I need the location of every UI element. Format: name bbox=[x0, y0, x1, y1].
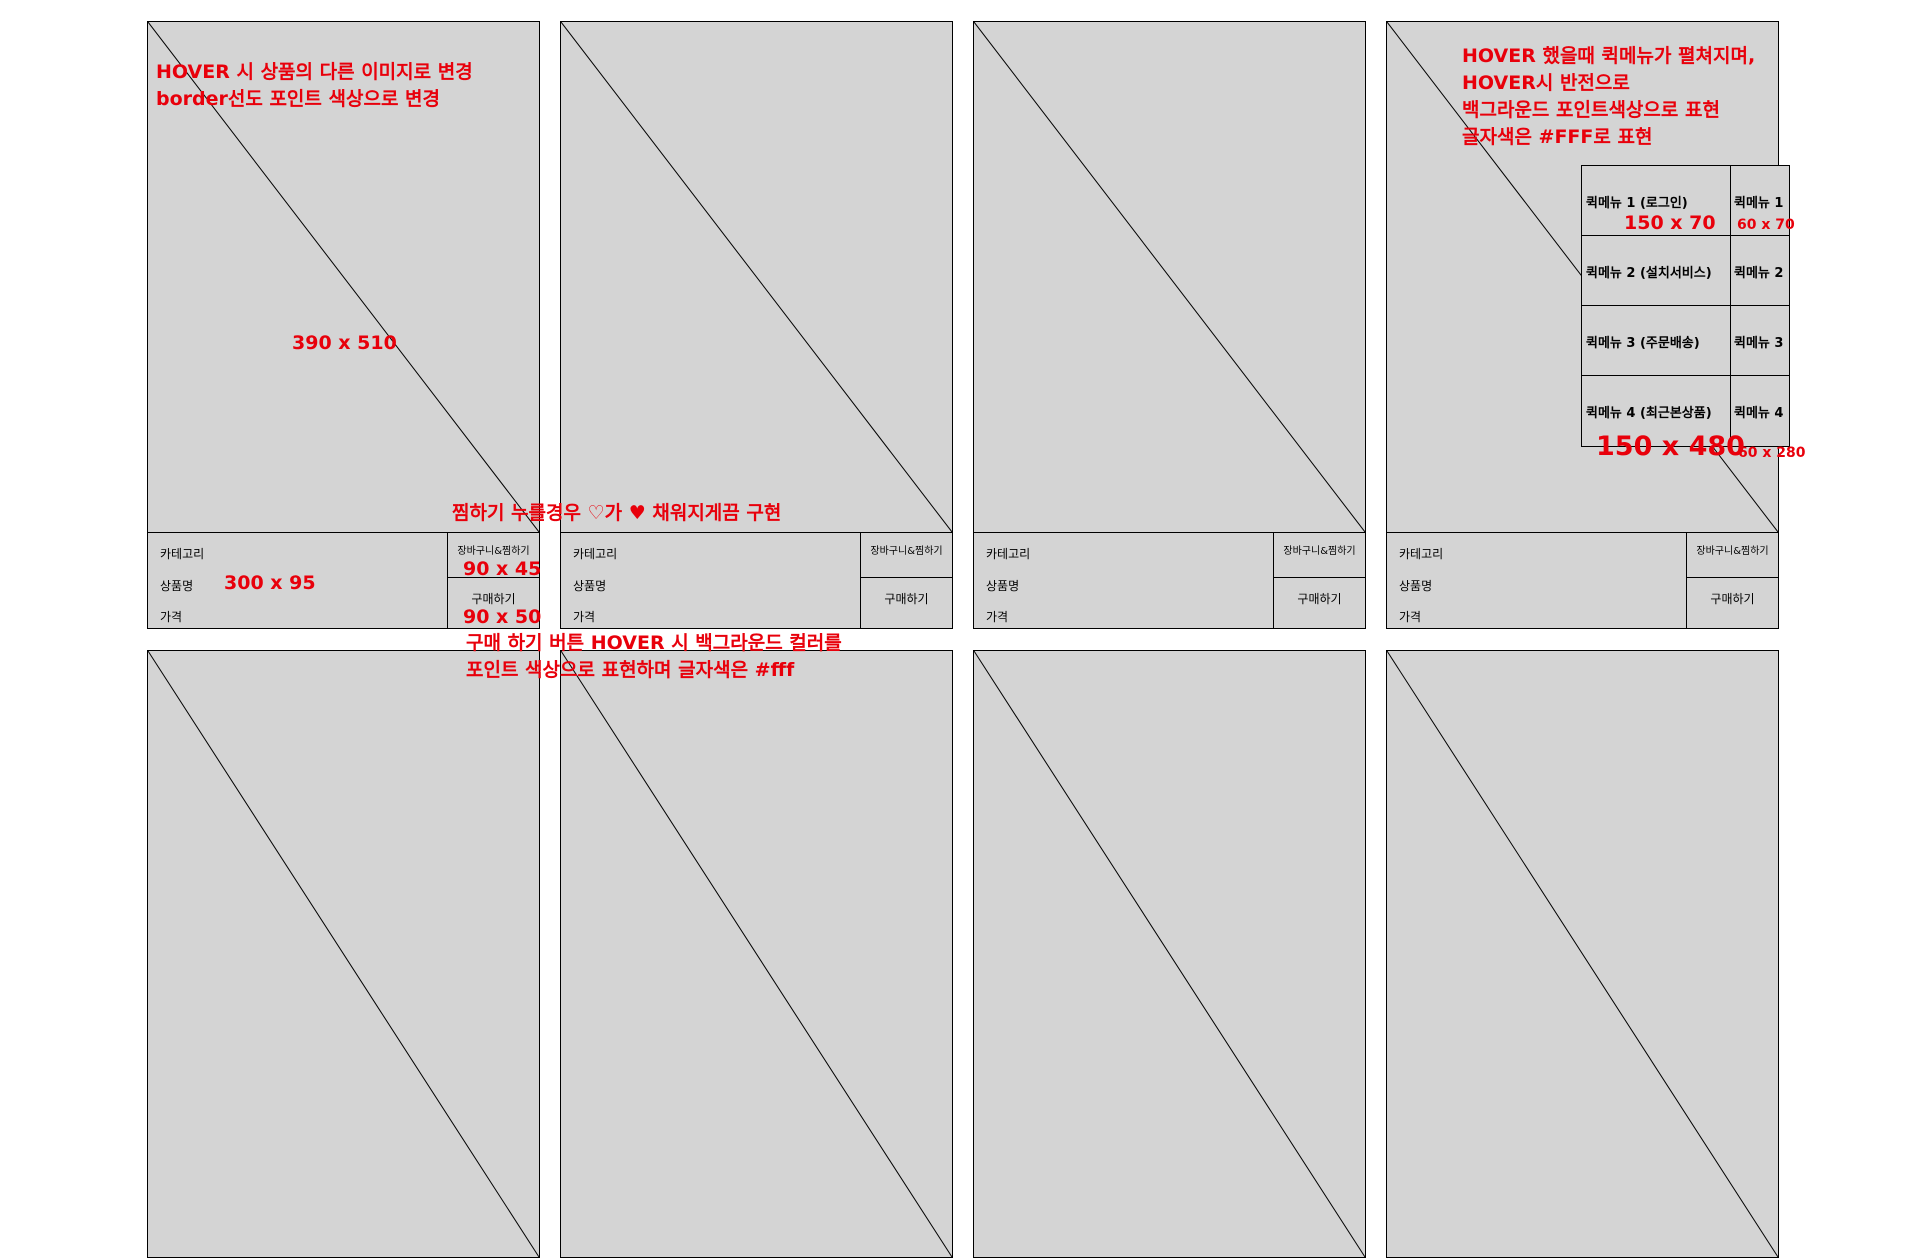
product-name: 상품명 bbox=[160, 579, 194, 593]
product-image-placeholder[interactable] bbox=[974, 22, 1365, 533]
annotation-line: HOVER시 반전으로 bbox=[1462, 72, 1630, 94]
quick-menu-item[interactable]: 퀵메뉴 1 bbox=[1731, 166, 1789, 236]
product-image-placeholder[interactable] bbox=[561, 22, 952, 533]
annotation-quick-cell-size: 150 x 70 bbox=[1624, 212, 1716, 234]
quick-menu-item[interactable]: 퀵메뉴 3 bbox=[1731, 306, 1789, 376]
annotation-line: border선도 포인트 색상으로 변경 bbox=[156, 88, 441, 110]
product-name: 상품명 bbox=[573, 579, 607, 593]
quick-menu-item[interactable]: 퀵메뉴 3 (주문배송) bbox=[1582, 306, 1730, 376]
annotation-info-size: 300 x 95 bbox=[224, 572, 316, 594]
annotation-wish: 찜하기 누를경우 ♡가 ♥ 채워지게끔 구현 bbox=[452, 502, 782, 524]
product-price: 가격 bbox=[573, 610, 596, 624]
quick-menu-narrow: 퀵메뉴 1 퀵메뉴 2 퀵메뉴 3 퀵메뉴 4 bbox=[1730, 165, 1790, 447]
cart-wishlist-button[interactable]: 장바구니&찜하기 bbox=[1274, 533, 1365, 578]
annotation-hover-image: HOVER 시 상품의 다른 이미지로 변경 border선도 포인트 색상으로… bbox=[156, 59, 473, 113]
annotation-line: 포인트 색상으로 표현하며 글자색은 #fff bbox=[466, 659, 795, 681]
annotation-quick-menu: HOVER 했을때 퀵메뉴가 펼쳐지며, HOVER시 반전으로 백그라운드 포… bbox=[1462, 43, 1755, 151]
product-price: 가격 bbox=[160, 610, 183, 624]
annotation-line: 백그라운드 포인트색상으로 표현 bbox=[1462, 99, 1720, 121]
product-info: 카테고리 상품명 가격 bbox=[561, 533, 861, 628]
annotation-buy-hover: 구매 하기 버튼 HOVER 시 백그라운드 컬러를 포인트 색상으로 표현하며… bbox=[466, 630, 842, 684]
product-card[interactable]: 카테고리 상품명 가격 장바구니&찜하기 구매하기 bbox=[147, 21, 540, 629]
product-info: 카테고리 상품명 가격 bbox=[148, 533, 448, 628]
quick-menu-item-label: 퀵메뉴 3 (주문배송) bbox=[1586, 336, 1700, 351]
product-card[interactable]: 카테고리 상품명 가격 장바구니&찜하기 구매하기 bbox=[560, 21, 953, 629]
quick-menu-item-label: 퀵메뉴 4 bbox=[1734, 406, 1784, 421]
product-image-placeholder[interactable] bbox=[560, 650, 953, 1258]
product-name: 상품명 bbox=[986, 579, 1020, 593]
quick-menu-item[interactable]: 퀵메뉴 4 bbox=[1731, 376, 1789, 448]
cart-wishlist-button[interactable]: 장바구니&찜하기 bbox=[1687, 533, 1778, 578]
annotation-quick-cell-small-size: 60 x 70 bbox=[1737, 217, 1795, 233]
quick-menu-wide: 퀵메뉴 1 (로그인) 퀵메뉴 2 (설치서비스) 퀵메뉴 3 (주문배송) 퀵… bbox=[1581, 165, 1731, 447]
quick-menu-item[interactable]: 퀵메뉴 1 (로그인) bbox=[1582, 166, 1730, 236]
quick-menu-item-label: 퀵메뉴 4 (최근본상품) bbox=[1586, 406, 1712, 421]
product-image-placeholder[interactable] bbox=[148, 22, 539, 533]
cart-wishlist-button[interactable]: 장바구니&찜하기 bbox=[448, 533, 539, 578]
annotation-line: 글자색은 #FFF로 표현 bbox=[1462, 126, 1653, 148]
annotation-buy-size: 90 x 50 bbox=[463, 606, 542, 628]
quick-menu-item-label: 퀵메뉴 2 (설치서비스) bbox=[1586, 266, 1712, 281]
quick-menu-item[interactable]: 퀵메뉴 4 (최근본상품) bbox=[1582, 376, 1730, 448]
product-info: 카테고리 상품명 가격 bbox=[974, 533, 1274, 628]
product-category: 카테고리 bbox=[573, 547, 618, 561]
product-category: 카테고리 bbox=[160, 547, 205, 561]
product-price: 가격 bbox=[986, 610, 1009, 624]
product-category: 카테고리 bbox=[1399, 547, 1444, 561]
annotation-quick-total-size: 150 x 480 bbox=[1596, 431, 1745, 462]
buy-button[interactable]: 구매하기 bbox=[1710, 592, 1755, 606]
quick-menu-item-label: 퀵메뉴 2 bbox=[1734, 266, 1784, 281]
annotation-line: 구매 하기 버튼 HOVER 시 백그라운드 컬러를 bbox=[466, 632, 842, 654]
quick-menu-item[interactable]: 퀵메뉴 2 bbox=[1731, 236, 1789, 306]
product-card[interactable]: 카테고리 상품명 가격 장바구니&찜하기 구매하기 bbox=[973, 21, 1366, 629]
annotation-line: HOVER 했을때 퀵메뉴가 펼쳐지며, bbox=[1462, 45, 1756, 67]
buy-button[interactable]: 구매하기 bbox=[1297, 592, 1342, 606]
cart-wishlist-button[interactable]: 장바구니&찜하기 bbox=[861, 533, 952, 578]
product-image-placeholder[interactable] bbox=[1386, 650, 1779, 1258]
product-image-placeholder[interactable] bbox=[973, 650, 1366, 1258]
buy-button[interactable]: 구매하기 bbox=[884, 592, 929, 606]
annotation-image-size: 390 x 510 bbox=[292, 332, 397, 354]
product-name: 상품명 bbox=[1399, 579, 1433, 593]
quick-menu-item-label: 퀵메뉴 3 bbox=[1734, 336, 1784, 351]
annotation-quick-small-total-size: 60 x 280 bbox=[1738, 445, 1806, 461]
product-category: 카테고리 bbox=[986, 547, 1031, 561]
quick-menu-item[interactable]: 퀵메뉴 2 (설치서비스) bbox=[1582, 236, 1730, 306]
product-image-placeholder[interactable] bbox=[147, 650, 540, 1258]
product-price: 가격 bbox=[1399, 610, 1422, 624]
quick-menu-item-label: 퀵메뉴 1 (로그인) bbox=[1586, 196, 1688, 211]
quick-menu-item-label: 퀵메뉴 1 bbox=[1734, 196, 1784, 211]
product-info: 카테고리 상품명 가격 bbox=[1387, 533, 1687, 628]
annotation-line: HOVER 시 상품의 다른 이미지로 변경 bbox=[156, 61, 473, 83]
annotation-cart-size: 90 x 45 bbox=[463, 558, 542, 580]
buy-button[interactable]: 구매하기 bbox=[471, 592, 516, 606]
